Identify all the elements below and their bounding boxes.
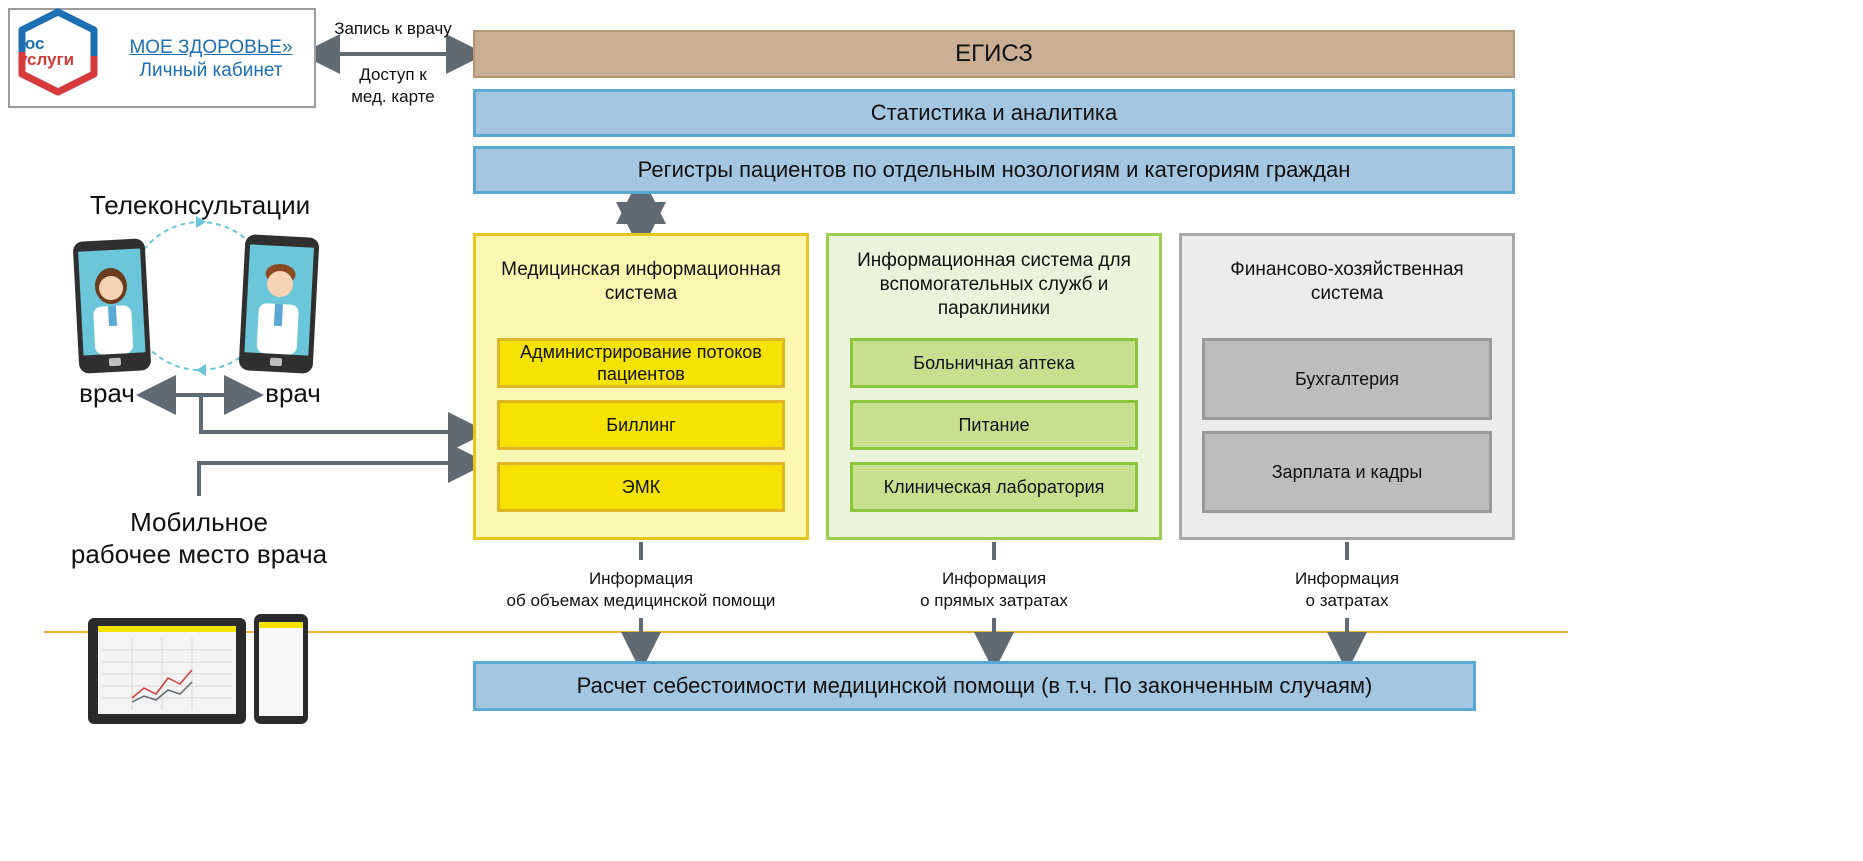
aux-info-line-1: Информация xyxy=(941,569,1047,588)
fin-title: Финансово-хозяйственная система xyxy=(1230,259,1464,304)
mis-module-emk: ЭМК xyxy=(497,462,785,512)
smartphone-header xyxy=(259,622,303,628)
teleconsult-label: Телеконсультации xyxy=(89,190,311,220)
aux-info-line-2: о прямых затратах xyxy=(920,591,1068,610)
home-button xyxy=(269,357,283,367)
registers-bar: Регистры пациентов по отдельным нозологи… xyxy=(473,146,1515,194)
fin-module-accounting: Бухгалтерия xyxy=(1202,338,1492,420)
aux-module-nutrition: Питание xyxy=(850,400,1138,450)
tablet-screen xyxy=(98,626,236,714)
cost-calculation-bar: Расчет себестоимости медицинской помощи … xyxy=(473,661,1476,711)
tablet-icon xyxy=(88,618,246,724)
fin-info-line-1: Информация xyxy=(1294,569,1400,588)
female-doctor-icon xyxy=(93,268,134,355)
stats-bar: Статистика и аналитика xyxy=(473,89,1515,137)
my-health-link[interactable]: МОЕ ЗДОРОВЬЕ» xyxy=(129,37,293,58)
mobile-mis-arrow xyxy=(197,443,488,496)
aux-info-label: Информация о прямых затратах xyxy=(834,568,1154,612)
access-label: Доступ к мед. карте xyxy=(322,64,464,108)
doctor-left-label: врач xyxy=(79,378,135,408)
gosuslugi-logo-icon xyxy=(18,8,98,96)
egisz-bar: ЕГИСЗ xyxy=(473,30,1515,78)
mis-info-line-1: Информация xyxy=(588,569,694,588)
doctor-right-label: врач xyxy=(265,378,321,408)
smartphone-screen xyxy=(259,622,303,716)
tablet-chart xyxy=(102,638,232,710)
mis-info-label: Информация об объемах медицинской помощи xyxy=(466,568,816,612)
uslugi-word: услуги xyxy=(18,50,75,69)
mis-module-patient-flow: Администрирование потоков пациентов xyxy=(497,338,785,388)
appointment-label: Запись к врачу xyxy=(334,19,452,38)
mis-info-line-2: об объемах медицинской помощи xyxy=(506,591,776,610)
aux-module-laboratory: Клиническая лаборатория xyxy=(850,462,1138,512)
fin-info-label: Информация о затратах xyxy=(1247,568,1447,612)
mobile-workstation-label: Мобильное рабочее место врача xyxy=(40,506,358,570)
doctor-phone-icon xyxy=(72,238,152,374)
gosuslugi-logo-text: гос услуги xyxy=(18,34,94,69)
mis-title: Медицинская информационная система xyxy=(501,259,781,304)
personal-cabinet-label: Личный кабинет xyxy=(139,60,283,81)
fin-module-payroll: Зарплата и кадры xyxy=(1202,431,1492,513)
tablet-header xyxy=(98,626,236,632)
home-button xyxy=(108,357,122,367)
mobile-line-1: Мобильное xyxy=(130,507,268,537)
access-line-2: мед. карте xyxy=(351,87,435,106)
aux-module-pharmacy: Больничная аптека xyxy=(850,338,1138,388)
smartphone-icon xyxy=(254,614,308,724)
gos-word: гос xyxy=(18,34,45,53)
fin-info-line-2: о затратах xyxy=(1305,591,1389,610)
doctor-phone-icon xyxy=(238,234,320,374)
gosuslugi-title: МОЕ ЗДОРОВЬЕ» Личный кабинет xyxy=(116,36,306,82)
access-line-1: Доступ к xyxy=(359,65,427,84)
cycle-arrowhead-top xyxy=(196,216,206,228)
cycle-arrowhead-bottom xyxy=(196,364,206,376)
aux-title: Информационная система для вспомогательн… xyxy=(857,250,1131,319)
mis-module-billing: Биллинг xyxy=(497,400,785,450)
male-doctor-icon xyxy=(256,264,299,355)
mobile-line-2: рабочее место врача xyxy=(70,539,328,569)
telemed-mis-arrow xyxy=(199,395,488,452)
